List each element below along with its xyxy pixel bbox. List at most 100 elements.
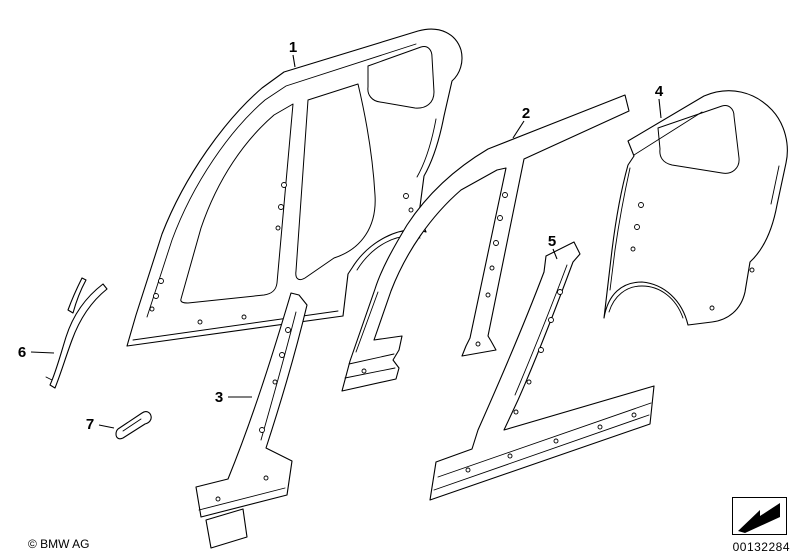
- hole: [507, 453, 513, 459]
- callout-6: 6: [18, 344, 55, 361]
- hole: [158, 278, 164, 284]
- hole: [631, 412, 637, 418]
- part-4-rear-edge-inner-line: [770, 165, 780, 205]
- hole: [638, 202, 644, 208]
- hole: [493, 240, 499, 246]
- part-5-rocker-inner-line-2: [433, 414, 650, 491]
- part-7-clip: [115, 411, 152, 440]
- hole: [278, 204, 284, 210]
- part-3-lower-flap: [205, 508, 248, 549]
- direction-arrow-icon: [738, 503, 780, 533]
- hole: [475, 341, 481, 347]
- hole: [281, 182, 287, 188]
- hole: [497, 215, 503, 221]
- callout-label: 7: [86, 416, 94, 433]
- part-4-roof-strip-inner-line: [633, 111, 703, 156]
- callout-label: 3: [215, 389, 223, 406]
- part-6-branch-strip: [67, 277, 87, 314]
- hole: [403, 193, 409, 199]
- part-2-rocker-stub-line-2: [344, 367, 396, 379]
- callout-label: 5: [548, 233, 556, 250]
- part-2-holes: [361, 192, 508, 374]
- callout-3: 3: [215, 389, 252, 406]
- part-1-front-door-opening: [180, 103, 294, 304]
- hole: [513, 409, 519, 415]
- callout-label: 6: [18, 344, 26, 361]
- direction-indicator-box: [732, 497, 787, 535]
- part-4-rear-quarter-panel: [603, 90, 788, 326]
- hole: [489, 265, 495, 271]
- part-5-pillar-inner-line: [514, 264, 568, 396]
- part-3-inner-line: [260, 311, 297, 441]
- part-6-foot-line: [45, 376, 53, 381]
- image-number: 00132284: [732, 540, 790, 554]
- hole: [279, 352, 285, 358]
- part-2-rocker-stub-line: [348, 353, 395, 365]
- part-4-wheel-arch-flange: [608, 285, 684, 319]
- part-1-rear-pillar-inner-line: [416, 118, 437, 178]
- part-6-main-strip: [49, 283, 108, 389]
- part-4-dpillar-inner-line: [609, 167, 631, 291]
- hole: [215, 496, 221, 502]
- part-4-outline: [603, 90, 788, 326]
- part-6-bracket: [45, 277, 108, 389]
- hole: [149, 306, 155, 312]
- hole: [153, 293, 159, 299]
- hole: [538, 347, 544, 353]
- hole: [272, 379, 278, 385]
- hole: [408, 207, 414, 213]
- part-5-b-pillar-with-rocker: [429, 241, 655, 501]
- hole: [361, 368, 367, 374]
- part-5-rocker-inner-line: [437, 402, 652, 478]
- hole: [553, 438, 559, 444]
- part-7-outline: [115, 411, 152, 440]
- callout-4: 4: [655, 83, 664, 119]
- hole: [526, 379, 532, 385]
- part-7-inner-line: [122, 418, 142, 432]
- leader-line: [512, 120, 525, 139]
- callout-label: 2: [522, 105, 530, 122]
- part-3-sill-inner-line: [198, 487, 286, 511]
- callout-1: 1: [289, 39, 297, 68]
- part-3-b-pillar: [195, 292, 308, 549]
- callout-5: 5: [548, 233, 558, 260]
- hole: [259, 427, 265, 433]
- part-4-holes: [630, 202, 755, 311]
- callout-2: 2: [512, 105, 530, 139]
- leader-line: [30, 351, 55, 354]
- hole: [465, 467, 471, 473]
- callout-7: 7: [86, 416, 115, 433]
- part-5-holes: [465, 289, 637, 473]
- leader-line: [98, 424, 115, 429]
- copyright-notice: © BMW AG: [28, 537, 90, 551]
- hole: [630, 246, 636, 252]
- part-1-quarter-window-opening: [367, 46, 435, 109]
- part-1-apillar-inner-edge: [146, 43, 417, 318]
- callout-label: 4: [655, 83, 664, 100]
- part-1-body-side-frame: [126, 28, 463, 347]
- hole: [709, 305, 715, 311]
- hole: [548, 317, 554, 323]
- part-4-quarter-window-opening: [657, 105, 740, 174]
- callout-label: 1: [289, 39, 297, 56]
- part-3-holes: [215, 327, 291, 502]
- hole: [502, 192, 508, 198]
- hole: [485, 292, 491, 298]
- hole: [197, 319, 203, 325]
- hole: [749, 267, 755, 273]
- hole: [285, 327, 291, 333]
- part-2-outline: [341, 94, 630, 392]
- hole: [263, 475, 269, 481]
- leader-line: [552, 248, 558, 260]
- leader-line: [658, 98, 662, 119]
- hole: [634, 224, 640, 230]
- hole: [275, 225, 281, 231]
- hole: [597, 424, 603, 430]
- hole: [241, 314, 247, 320]
- part-2-side-frame-front: [341, 94, 630, 392]
- part-3-outline: [195, 292, 308, 518]
- leader-line: [292, 54, 296, 68]
- part-2-apillar-inner-line: [355, 291, 379, 353]
